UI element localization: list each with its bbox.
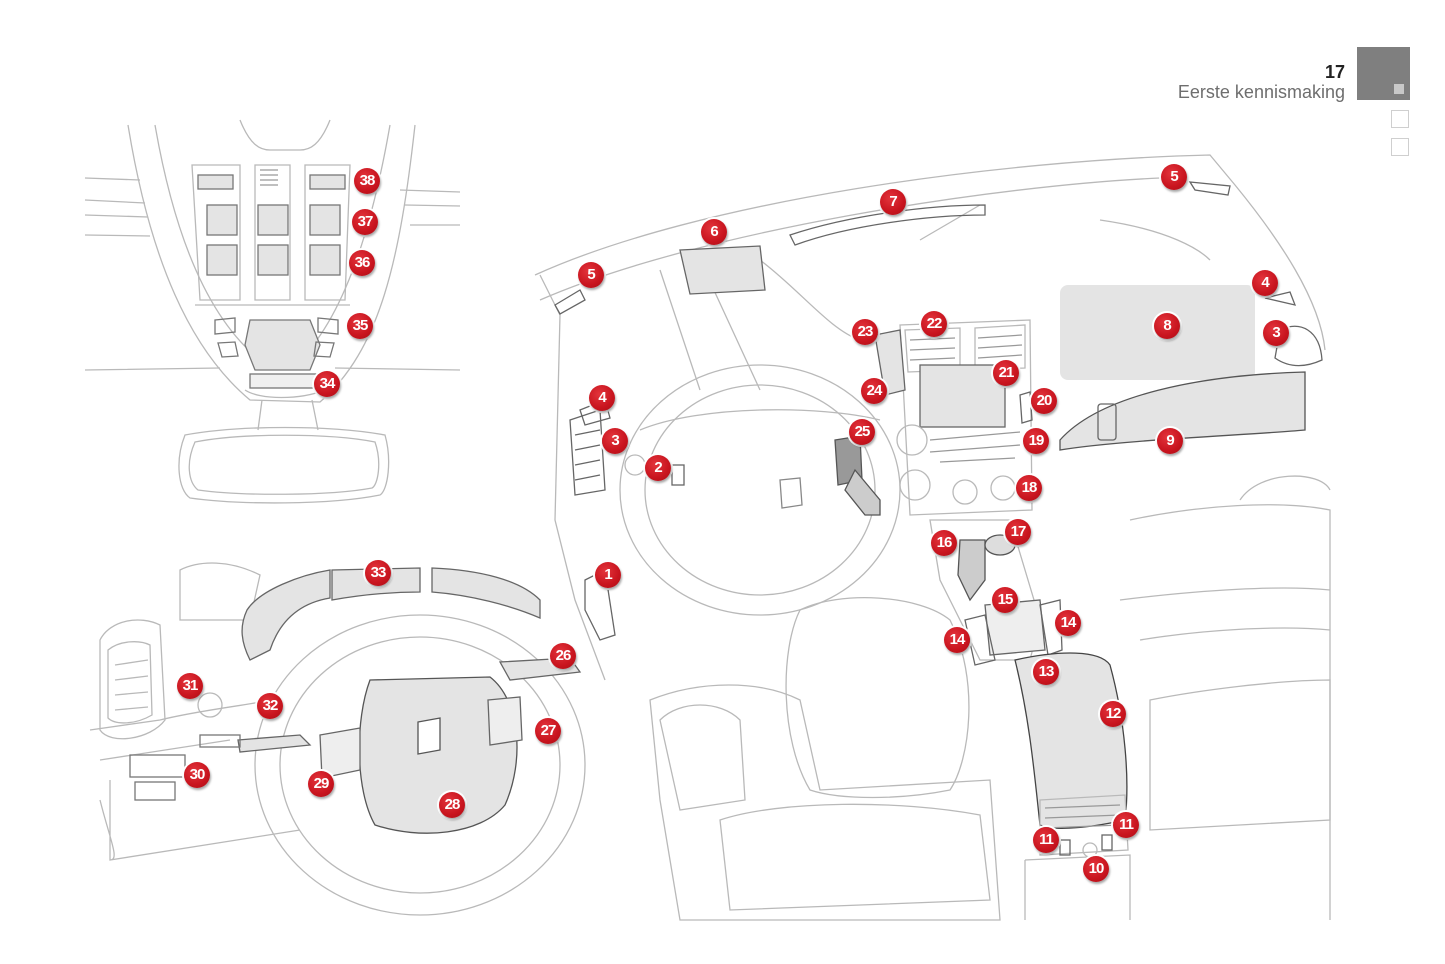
callout-34: 34 xyxy=(314,371,340,397)
callout-12: 12 xyxy=(1100,701,1126,727)
callout-1: 1 xyxy=(595,562,621,588)
callout-7: 7 xyxy=(880,189,906,215)
chapter-tab-marker xyxy=(1394,84,1404,94)
callout-4: 4 xyxy=(1252,270,1278,296)
callout-26: 26 xyxy=(550,643,576,669)
callout-2: 2 xyxy=(645,455,671,481)
callout-3: 3 xyxy=(602,428,628,454)
callout-31: 31 xyxy=(177,673,203,699)
callout-11: 11 xyxy=(1033,827,1059,853)
callout-30: 30 xyxy=(184,762,210,788)
callout-15: 15 xyxy=(992,587,1018,613)
callout-27: 27 xyxy=(535,718,561,744)
callout-32: 32 xyxy=(257,693,283,719)
callout-38: 38 xyxy=(354,168,380,194)
chapter-tab-active xyxy=(1357,47,1410,100)
callout-22: 22 xyxy=(921,311,947,337)
steering-wheel-inset xyxy=(89,562,586,916)
callout-5: 5 xyxy=(578,262,604,288)
callout-23: 23 xyxy=(852,319,878,345)
callout-14: 14 xyxy=(1055,610,1081,636)
callout-21: 21 xyxy=(993,360,1019,386)
dashboard-main-view xyxy=(534,154,1331,921)
callout-37: 37 xyxy=(352,209,378,235)
callout-11: 11 xyxy=(1113,812,1139,838)
page-number: 17 xyxy=(1324,62,1345,82)
callout-5: 5 xyxy=(1161,164,1187,190)
callout-35: 35 xyxy=(347,313,373,339)
callout-25: 25 xyxy=(849,419,875,445)
callout-29: 29 xyxy=(308,771,334,797)
callout-19: 19 xyxy=(1023,428,1049,454)
callout-4: 4 xyxy=(589,385,615,411)
callout-18: 18 xyxy=(1016,475,1042,501)
callout-3: 3 xyxy=(1263,320,1289,346)
callout-14: 14 xyxy=(944,627,970,653)
callout-36: 36 xyxy=(349,250,375,276)
overhead-console-inset xyxy=(84,119,461,504)
callout-13: 13 xyxy=(1033,659,1059,685)
callout-20: 20 xyxy=(1031,388,1057,414)
callout-16: 16 xyxy=(931,530,957,556)
section-title: Eerste kennismaking xyxy=(1177,82,1345,102)
callout-33: 33 xyxy=(365,560,391,586)
chapter-tab-empty xyxy=(1391,138,1409,156)
callout-28: 28 xyxy=(439,792,465,818)
callout-17: 17 xyxy=(1005,519,1031,545)
callout-10: 10 xyxy=(1083,856,1109,882)
callout-9: 9 xyxy=(1157,428,1183,454)
callout-24: 24 xyxy=(861,378,887,404)
callout-6: 6 xyxy=(701,219,727,245)
callout-8: 8 xyxy=(1154,313,1180,339)
chapter-tab-empty xyxy=(1391,110,1409,128)
